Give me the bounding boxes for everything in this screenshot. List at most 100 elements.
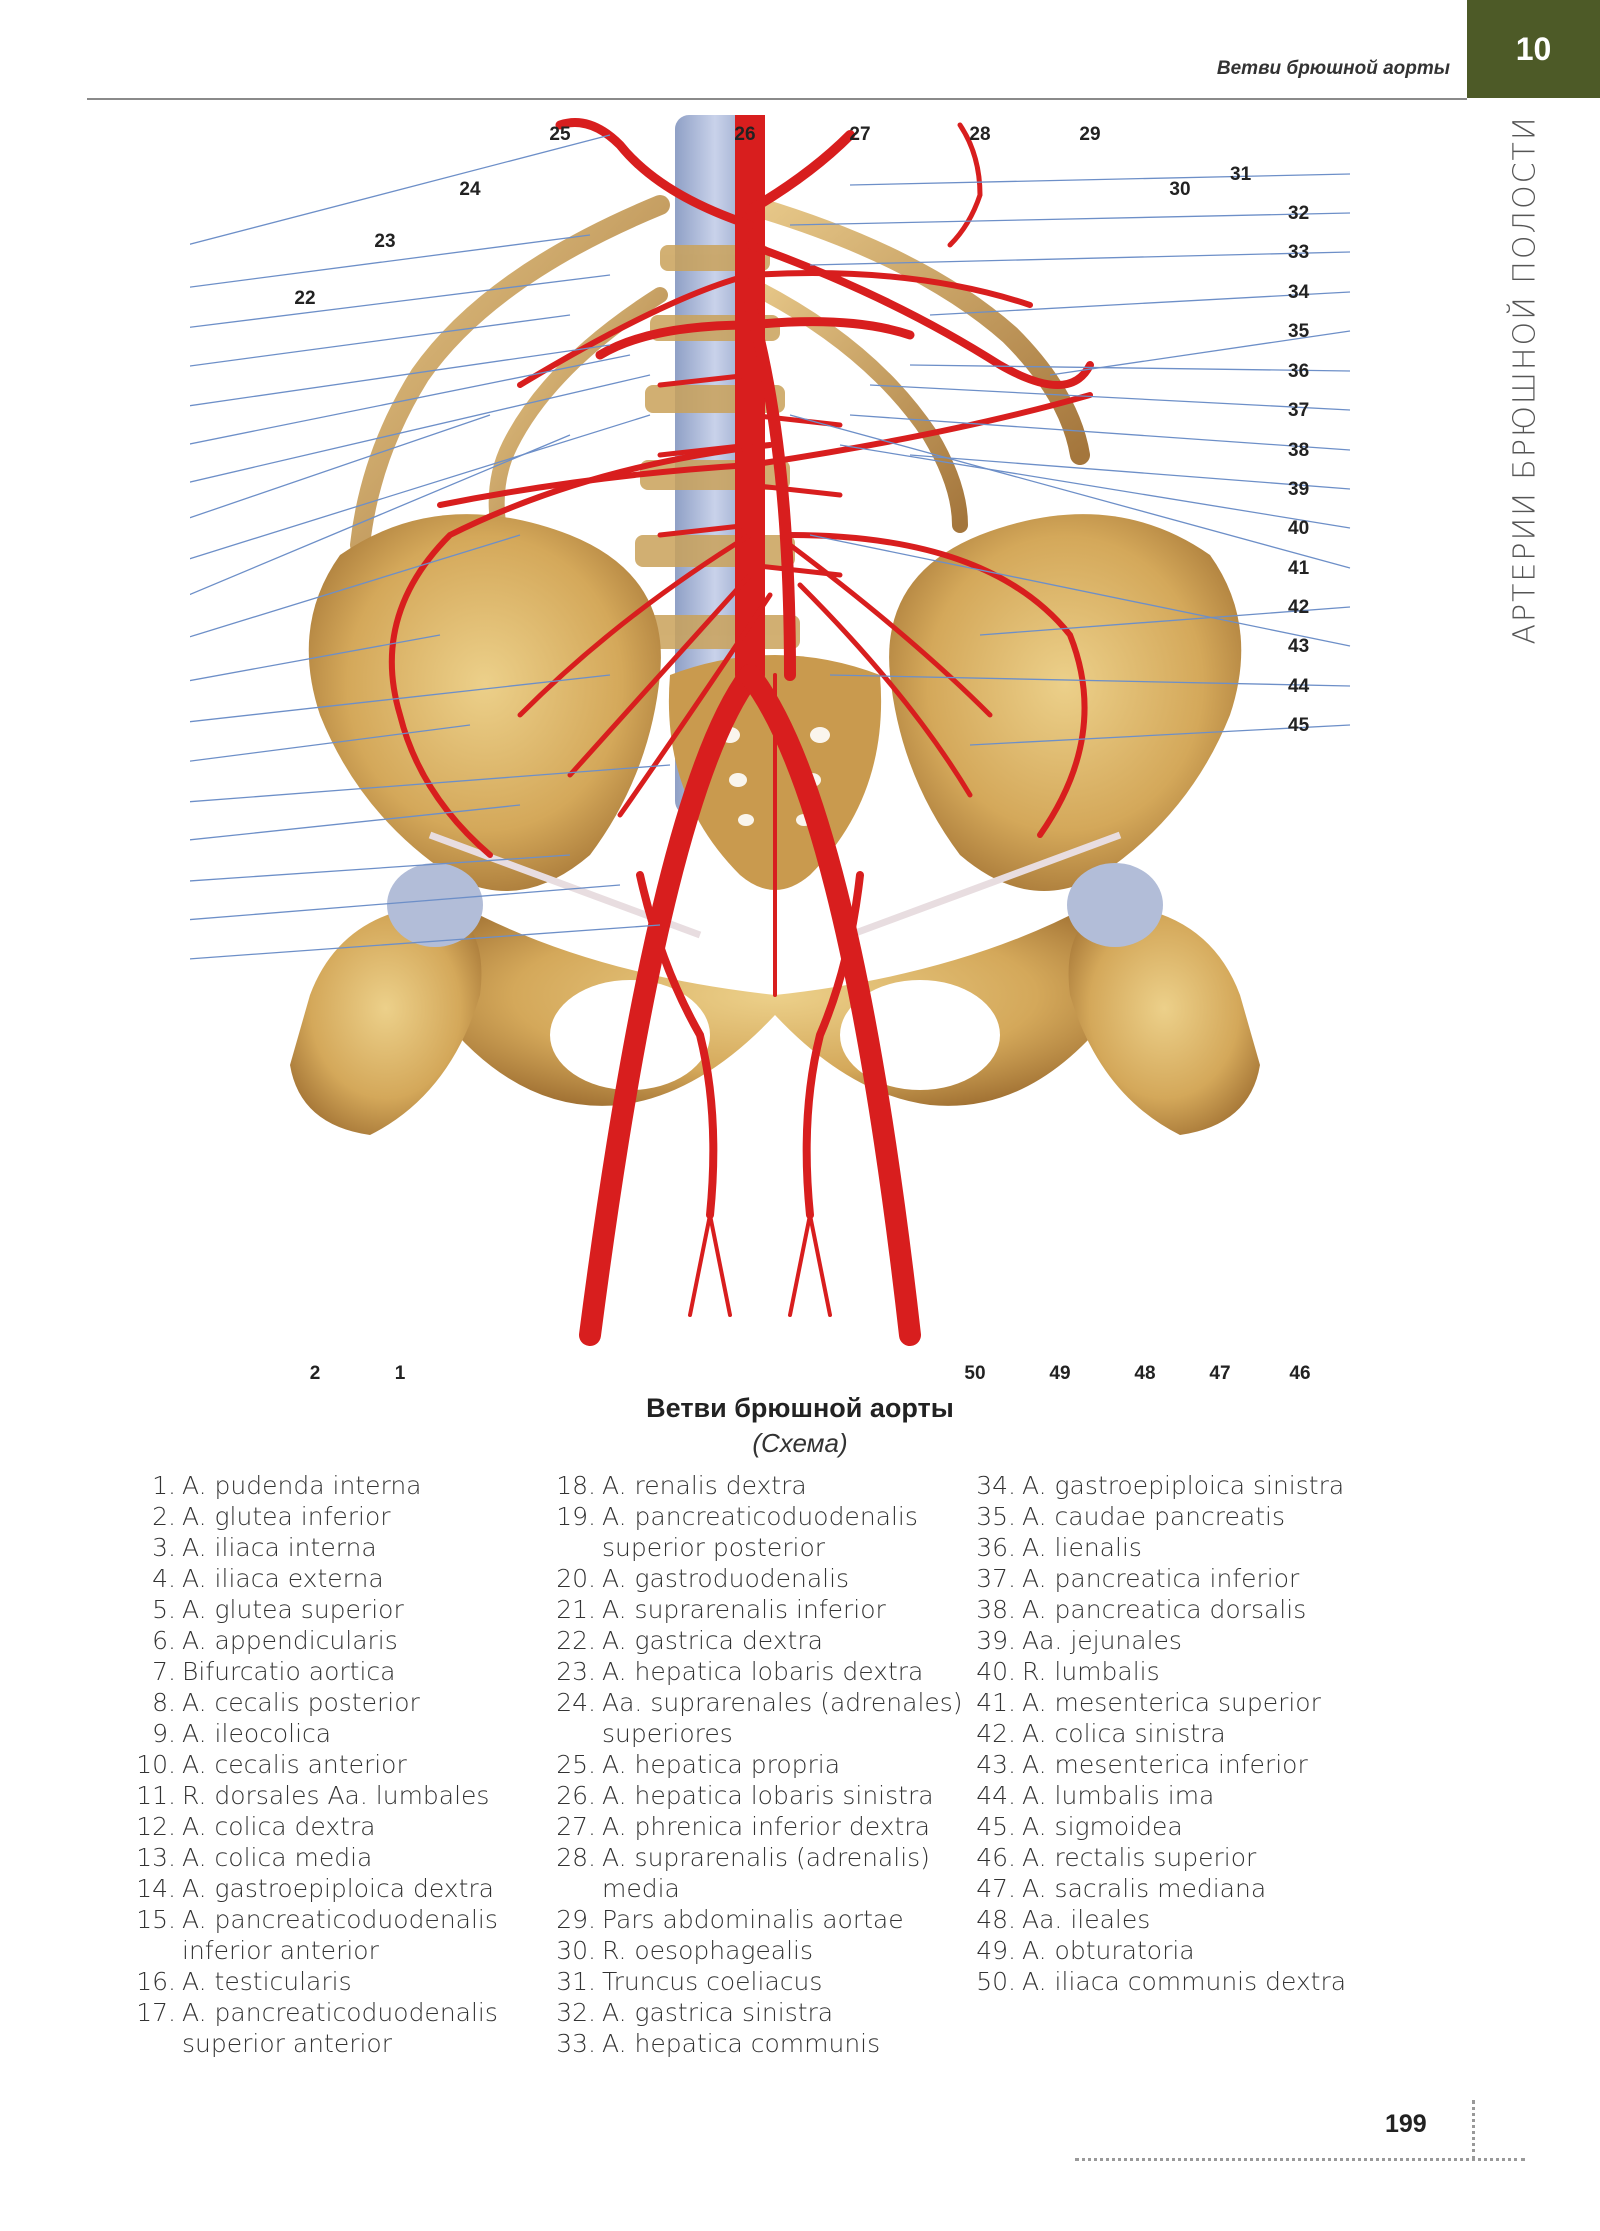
legend-item: 4.A. iliaca externa (130, 1563, 498, 1594)
legend-label: A. colica dextra (182, 1812, 376, 1841)
legend-item: 38.A. pancreatica dorsalis (970, 1594, 1346, 1625)
legend-label: R. lumbalis (1022, 1657, 1160, 1686)
esophageal-branch (947, 122, 983, 248)
num-label: 32 (1288, 203, 1309, 224)
legend-number: 23. (556, 1657, 596, 1686)
legend-number: 44. (976, 1781, 1016, 1810)
internal-iliac-left (802, 871, 864, 1219)
legend-item: 41.A. mesenterica superior (970, 1687, 1346, 1718)
legend-number: 40. (976, 1657, 1016, 1686)
legend-number: 41. (976, 1688, 1016, 1717)
num-label: 36 (1288, 361, 1309, 382)
legend-item: 5.A. glutea superior (130, 1594, 498, 1625)
legend-label: A. renalis dextra (602, 1471, 807, 1500)
legend-label: A. suprarenalis (adrenalis) media (602, 1843, 930, 1903)
header-rule (87, 98, 1467, 100)
legend-item: 10.A. cecalis anterior (130, 1749, 498, 1780)
ileocolic-branches (517, 532, 773, 818)
legend-number: 45. (976, 1812, 1016, 1841)
figure-caption-subtitle: (Схема) (752, 1428, 848, 1458)
leader-lines (190, 134, 1351, 960)
legend-number: 20. (556, 1564, 596, 1593)
legend-label: A. mesenterica inferior (1022, 1750, 1308, 1779)
legend-number: 25. (556, 1750, 596, 1779)
legend-label: A. gastroepiploica sinistra (1022, 1471, 1345, 1500)
sigmoid-branches (787, 542, 993, 798)
legend-label: A. testicularis (182, 1967, 352, 1996)
legend-number: 27. (556, 1812, 596, 1841)
legend-item: 42.A. colica sinistra (970, 1718, 1346, 1749)
pelvic-branches (688, 1213, 832, 1317)
legend-item: 19.A. pancreaticoduodenalis superior pos… (550, 1501, 963, 1563)
legend-label: A. glutea inferior (182, 1502, 391, 1531)
legend-label: A. suprarenalis inferior (602, 1595, 886, 1624)
legend-number: 19. (556, 1502, 596, 1531)
legend-label: A. colica media (182, 1843, 373, 1872)
num-label: 44 (1288, 676, 1310, 697)
footer-dotted-rule-vertical (1472, 2100, 1475, 2160)
legend-number: 24. (556, 1688, 596, 1717)
num-label: 23 (374, 231, 395, 252)
right-number-column: 31 32 33 34 35 36 37 38 39 40 41 42 43 4… (1230, 164, 1310, 736)
legend-number: 17. (136, 1998, 176, 2027)
gastric-arc (517, 270, 1033, 388)
legend-label: A. sacralis mediana (1022, 1874, 1267, 1903)
num-label: 37 (1288, 400, 1309, 421)
legend-item: 3.A. iliaca interna (130, 1532, 498, 1563)
legend-item: 28.A. suprarenalis (adrenalis) media (550, 1842, 963, 1904)
legend-label: Bifurcatio aortica (182, 1657, 396, 1686)
femoral-head-right (1067, 863, 1163, 947)
num-label: 38 (1288, 440, 1309, 461)
legend-item: 9.A. ileocolica (130, 1718, 498, 1749)
legend-item: 27.A. phrenica inferior dextra (550, 1811, 963, 1842)
legend-number: 30. (556, 1936, 596, 1965)
rib-left-upper (350, 195, 670, 555)
colic-arc-right (388, 442, 773, 858)
legend-item: 25.A. hepatica propria (550, 1749, 963, 1780)
legend-item: 15.A. pancreaticoduodenalis inferior ant… (130, 1904, 498, 1966)
legend-item: 49.A. obturatoria (970, 1935, 1346, 1966)
colic-arc-left (787, 532, 1088, 838)
lumbar-branches (657, 372, 843, 578)
legend-item: 11.R. dorsales Aa. lumbales (130, 1780, 498, 1811)
legend-item: 17.A. pancreaticoduodenalis superior ant… (130, 1997, 498, 2059)
section-side-title: АРТЕРИИ БРЮШНОЙ ПОЛОСТИ (1470, 115, 1580, 644)
num-label: 30 (1169, 179, 1190, 200)
legend-number: 6. (152, 1626, 176, 1655)
celiac-trunk (745, 130, 855, 215)
legend-number: 50. (976, 1967, 1016, 1996)
legend-label: A. phrenica inferior dextra (602, 1812, 930, 1841)
legend-number: 33. (556, 2029, 596, 2058)
legend-number: 42. (976, 1719, 1016, 1748)
num-label: 28 (969, 124, 990, 145)
legend-number: 8. (152, 1688, 176, 1717)
legend-item: 36.A. lienalis (970, 1532, 1346, 1563)
legend-number: 10. (136, 1750, 176, 1779)
legend-item: 21.A. suprarenalis inferior (550, 1594, 963, 1625)
legend-item: 32.A. gastrica sinistra (550, 1997, 963, 2028)
legend-number: 26. (556, 1781, 596, 1810)
bottom-number-row: 2 1 50 49 48 47 46 (310, 1363, 1311, 1384)
legend-number: 49. (976, 1936, 1016, 1965)
legend-label: A. ileocolica (182, 1719, 332, 1748)
common-iliac-left (739, 664, 921, 1346)
legend-item: 12.A. colica dextra (130, 1811, 498, 1842)
renal-arteries (595, 317, 915, 360)
num-label: 27 (849, 124, 870, 145)
num-label: 39 (1288, 479, 1309, 500)
legend-number: 36. (976, 1533, 1016, 1562)
legend-item: 20.A. gastroduodenalis (550, 1563, 963, 1594)
legend-label: R. dorsales Aa. lumbales (182, 1781, 490, 1810)
num-label: 42 (1288, 597, 1309, 618)
legend-item: 29.Pars abdominalis aortae (550, 1904, 963, 1935)
femur-right (1068, 905, 1260, 1135)
legend-label: A. iliaca externa (182, 1564, 384, 1593)
legend-label: A. cecalis posterior (182, 1688, 420, 1717)
legend-number: 46. (976, 1843, 1016, 1872)
legend-item: 24.Aa. suprarenales (adrenales) superior… (550, 1687, 962, 1749)
gastroepiploic-arc (437, 392, 1093, 508)
num-label: 49 (1049, 1363, 1070, 1384)
legend-label: A. glutea superior (182, 1595, 404, 1624)
legend-item: 31.Truncus coeliacus (550, 1966, 963, 1997)
legend-number: 5. (152, 1595, 176, 1624)
